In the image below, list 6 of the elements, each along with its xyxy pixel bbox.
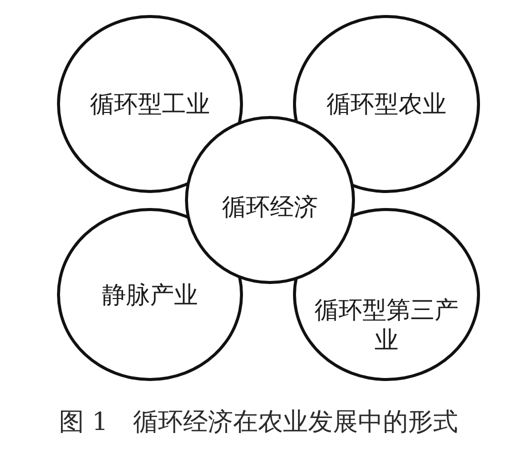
circle-label: 循环经济 [222,192,318,222]
circle-label: 循环型工业 [90,89,210,119]
circle-label: 循环型第三产业 [314,294,460,354]
circle-label: 循环型农业 [326,89,446,119]
circle-label: 静脉产业 [102,280,198,310]
figure-caption: 图 1 循环经济在农业发展中的形式 [59,406,458,438]
